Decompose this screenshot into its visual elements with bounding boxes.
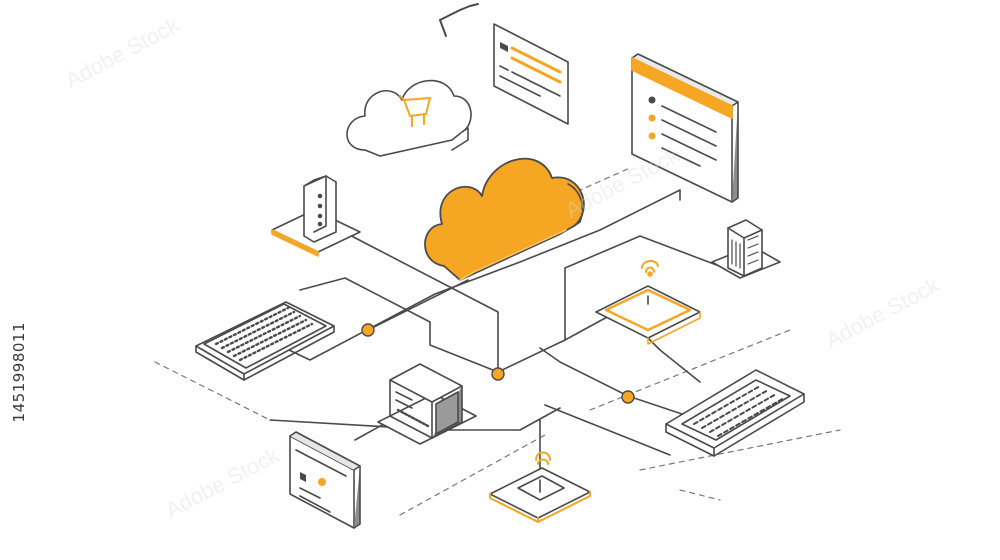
- router-icon: [271, 175, 361, 257]
- laptop-icon: [665, 369, 805, 457]
- connector-dots: [361, 323, 635, 404]
- connection-lines: [267, 189, 736, 471]
- cloud-icon: [424, 157, 585, 281]
- monitor-icon: [631, 53, 739, 203]
- server-rack-icon: [711, 219, 781, 279]
- tablet-icon: [289, 431, 361, 529]
- cloud-cart-icon: [346, 3, 479, 157]
- browser-window-icon: [493, 23, 569, 125]
- wifi-tile-icon: [489, 451, 591, 523]
- image-id-label: 1451998011: [10, 322, 28, 423]
- keyboard-icon: [195, 301, 335, 381]
- wifi-chip-icon: [595, 260, 701, 345]
- server-box-icon: [377, 363, 477, 445]
